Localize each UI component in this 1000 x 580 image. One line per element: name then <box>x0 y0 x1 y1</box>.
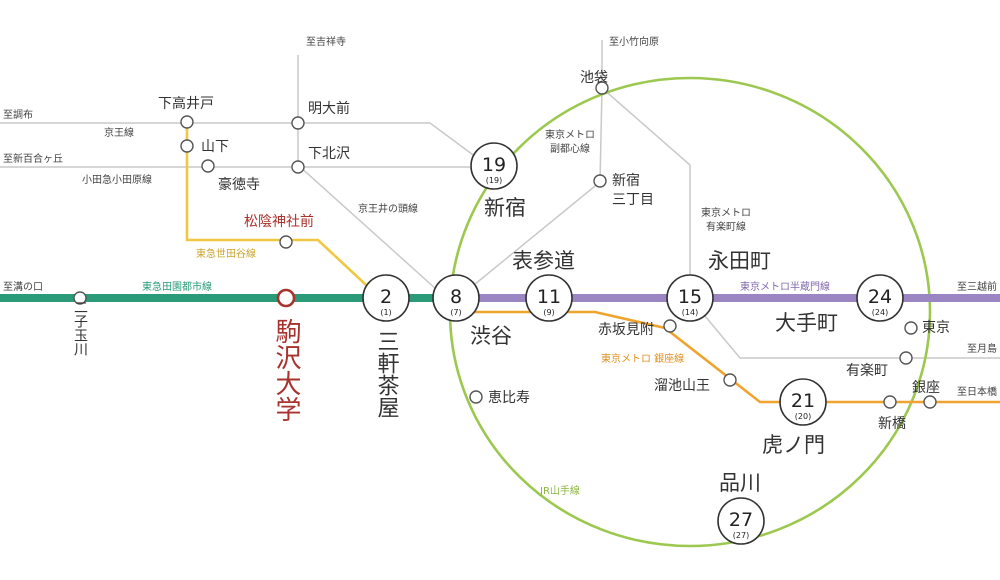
station-shinjukusanchome-1: 新宿 <box>612 172 640 189</box>
station-dot-shinjukusanchome <box>593 174 607 188</box>
time-sub-omotesando: (9) <box>543 308 554 317</box>
station-shimbashi: 新橋 <box>878 416 906 432</box>
station-dot-gotokuji <box>201 159 215 173</box>
time-circle-nagatacho: 15 (14) <box>666 274 714 322</box>
station-shimotakaido: 下高井戸 <box>158 95 214 112</box>
direction-mitsukoshimae: 至三越前 <box>957 280 997 293</box>
station-nagatacho: 永田町 <box>708 249 771 273</box>
direction-nihonbashi: 至日本橋 <box>957 385 997 398</box>
line-label-yurakucho-1: 東京メトロ <box>701 206 751 219</box>
time-shibuya: 8 <box>450 286 462 308</box>
time-sub-shinagawa: (27) <box>733 531 749 540</box>
direction-shinyurigaoka: 至新百合ヶ丘 <box>3 152 63 165</box>
station-dot-yamashita <box>180 139 194 153</box>
station-dot-meidaimae <box>291 116 305 130</box>
time-circle-shinjuku: 19 (19) <box>470 142 518 190</box>
direction-mizonokuchi: 至溝の口 <box>3 280 43 293</box>
line-label-fukutoshin-1: 東京メトロ <box>545 128 595 141</box>
station-tameikesanno: 溜池山王 <box>654 378 710 394</box>
station-meidaimae: 明大前 <box>308 100 350 117</box>
time-circle-sangenjaya: 2 (1) <box>362 274 410 322</box>
station-shibuya: 渋谷 <box>470 324 512 348</box>
station-akasakamitsuke: 赤坂見附 <box>598 322 654 338</box>
station-dot-shoinjinjamae <box>279 235 293 249</box>
station-shinjukusanchome: 新宿 三丁目 <box>612 172 654 208</box>
setagaya-line <box>185 122 381 299</box>
time-circle-otemachi: 24 (24) <box>856 274 904 322</box>
station-dot-ginza <box>923 395 937 409</box>
time-sangenjaya: 2 <box>380 286 392 308</box>
time-sub-sangenjaya: (1) <box>380 308 391 317</box>
time-sub-toranomon: (20) <box>795 412 811 421</box>
station-ebisu: 恵比寿 <box>488 389 530 406</box>
yurakucho-line <box>601 40 1000 359</box>
time-circle-omotesando: 11 (9) <box>525 274 573 322</box>
station-dot-futakotamagawa <box>73 291 87 305</box>
direction-kotakemukaihara: 至小竹向原 <box>609 35 659 48</box>
line-label-fukutoshin: 東京メトロ 副都心線 <box>545 128 598 155</box>
line-label-yurakucho: 東京メトロ 有楽町線 <box>701 206 754 233</box>
time-circle-shibuya: 8 (7) <box>432 274 480 322</box>
station-dots <box>73 81 937 409</box>
time-shinagawa: 27 <box>729 509 753 531</box>
inokashira-line <box>297 55 447 299</box>
station-dot-akasakamitsuke <box>663 319 677 333</box>
keio-line <box>0 122 481 161</box>
direction-tsukishima: 至月島 <box>967 342 997 355</box>
station-omotesando: 表参道 <box>512 249 575 273</box>
station-sangenjaya: 三軒茶屋 <box>374 330 400 418</box>
station-shoinjinjamae: 松陰神社前 <box>244 213 314 230</box>
time-omotesando: 11 <box>537 286 561 308</box>
station-shinjuku: 新宿 <box>484 196 526 220</box>
station-dot-shimbashi <box>883 395 897 409</box>
time-circle-toranomon: 21 (20) <box>779 378 827 426</box>
line-label-hanzomon: 東京メトロ半蔵門線 <box>740 280 830 293</box>
station-ginza: 銀座 <box>912 380 940 396</box>
line-label-den-en-toshi: 東急田園都市線 <box>142 280 212 293</box>
line-label-setagaya: 東急世田谷線 <box>196 247 256 260</box>
station-toranomon: 虎ノ門 <box>762 433 825 457</box>
time-sub-shinjuku: (19) <box>486 176 502 185</box>
station-futakotamagawa: 二子玉川 <box>72 300 88 356</box>
line-label-yamanote: JR山手線 <box>539 484 580 497</box>
line-label-keio: 京王線 <box>104 126 134 139</box>
line-label-ginza: 東京メトロ 銀座線 <box>601 352 684 365</box>
station-shinjukusanchome-2: 三丁目 <box>612 192 654 208</box>
time-otemachi: 24 <box>868 286 892 308</box>
line-label-inokashira: 京王井の頭線 <box>358 202 418 215</box>
ginza-line <box>456 310 1000 404</box>
station-dot-tokyo <box>904 321 918 335</box>
time-nagatacho: 15 <box>678 286 702 308</box>
station-dot-shimotakaido <box>180 115 194 129</box>
station-yurakucho: 有楽町 <box>846 363 888 379</box>
origin-station-marker <box>276 288 296 308</box>
time-circle-shinagawa: 27 (27) <box>717 497 765 545</box>
station-gotokuji: 豪徳寺 <box>218 177 260 193</box>
station-dot-ebisu <box>469 390 483 404</box>
station-dot-tameikesanno <box>723 373 737 387</box>
station-dot-shimokitazawa <box>291 160 305 174</box>
time-sub-nagatacho: (14) <box>682 308 698 317</box>
station-tokyo: 東京 <box>922 320 950 336</box>
station-yamashita: 山下 <box>201 139 229 155</box>
direction-kichijoji: 至吉祥寺 <box>306 35 346 48</box>
time-toranomon: 21 <box>791 390 815 412</box>
time-sub-shibuya: (7) <box>450 308 461 317</box>
time-sub-otemachi: (24) <box>872 308 888 317</box>
station-otemachi: 大手町 <box>775 311 838 335</box>
station-origin: 駒沢大学 <box>271 318 301 422</box>
line-label-odakyu: 小田急小田原線 <box>82 173 152 186</box>
station-ikebukuro: 池袋 <box>580 70 608 86</box>
time-shinjuku: 19 <box>482 154 506 176</box>
line-label-fukutoshin-2: 副都心線 <box>550 142 590 155</box>
station-shinagawa: 品川 <box>719 471 761 495</box>
station-shimokitazawa: 下北沢 <box>308 146 350 162</box>
direction-chofu: 至調布 <box>3 108 33 121</box>
station-dot-ikebukuro <box>595 81 609 95</box>
station-dot-yurakucho <box>899 351 913 365</box>
line-label-yurakucho-2: 有楽町線 <box>706 220 746 233</box>
